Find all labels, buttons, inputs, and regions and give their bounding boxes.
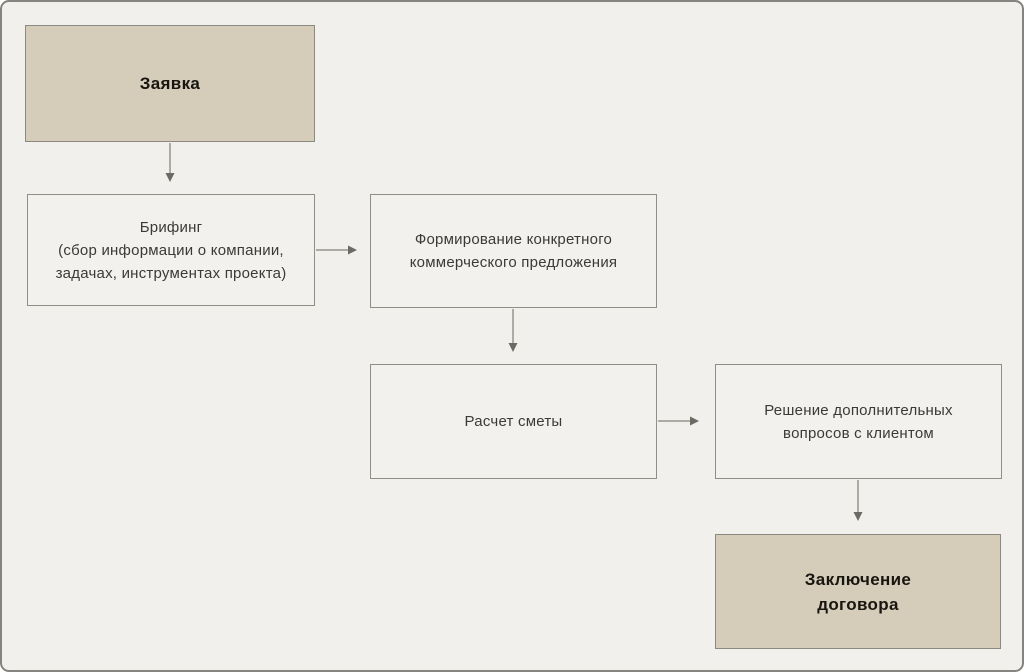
node-estimate: Расчет сметы xyxy=(370,364,657,479)
node-questions-label: Решение дополнительных вопросов с клиент… xyxy=(764,401,953,442)
node-proposal-label: Формирование конкретного коммерческого п… xyxy=(409,231,618,271)
node-proposal: Формирование конкретного коммерческого п… xyxy=(370,194,657,308)
node-questions: Решение дополнительных вопросов с клиент… xyxy=(715,364,1002,479)
node-briefing: Брифинг (сбор информации о компании, зад… xyxy=(27,194,315,306)
node-application: Заявка xyxy=(25,25,315,142)
node-briefing-label: Брифинг (сбор информации о компании, зад… xyxy=(55,218,287,282)
node-application-label: Заявка xyxy=(139,74,201,93)
node-contract-label: Заключение договора xyxy=(804,569,912,614)
node-contract: Заключение договора xyxy=(715,534,1001,649)
node-estimate-label: Расчет сметы xyxy=(464,413,563,430)
